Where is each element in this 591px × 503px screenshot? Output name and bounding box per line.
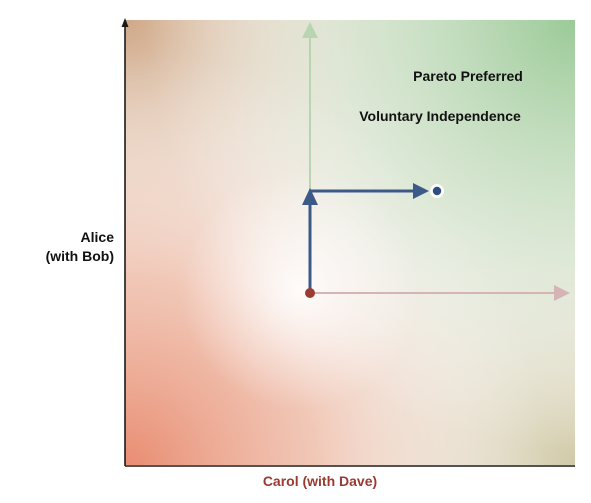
y-axis-label-line2: (with Bob) [45,248,114,264]
up-arrowhead [302,188,318,205]
path-arrow-up [302,188,318,293]
right-arrowhead [413,183,429,199]
path-arrow-right [310,183,429,199]
y-axis-label-line1: Alice [80,229,114,245]
y-axis-arrowhead [121,18,129,27]
region-title: Pareto Preferred [413,68,523,84]
horizontal-guide-arrowhead [554,285,570,301]
vertical-guide-arrowhead [302,22,318,38]
origin-point [305,288,315,298]
horizontal-guide-arrow [310,285,570,301]
y-axis-label: Alice (with Bob) [22,228,114,266]
region-subtitle: Voluntary Independence [359,108,521,124]
gradient-background [125,20,575,465]
y-axis [121,18,129,466]
x-axis-label: Carol (with Dave) [262,473,378,489]
target-point [430,184,444,198]
